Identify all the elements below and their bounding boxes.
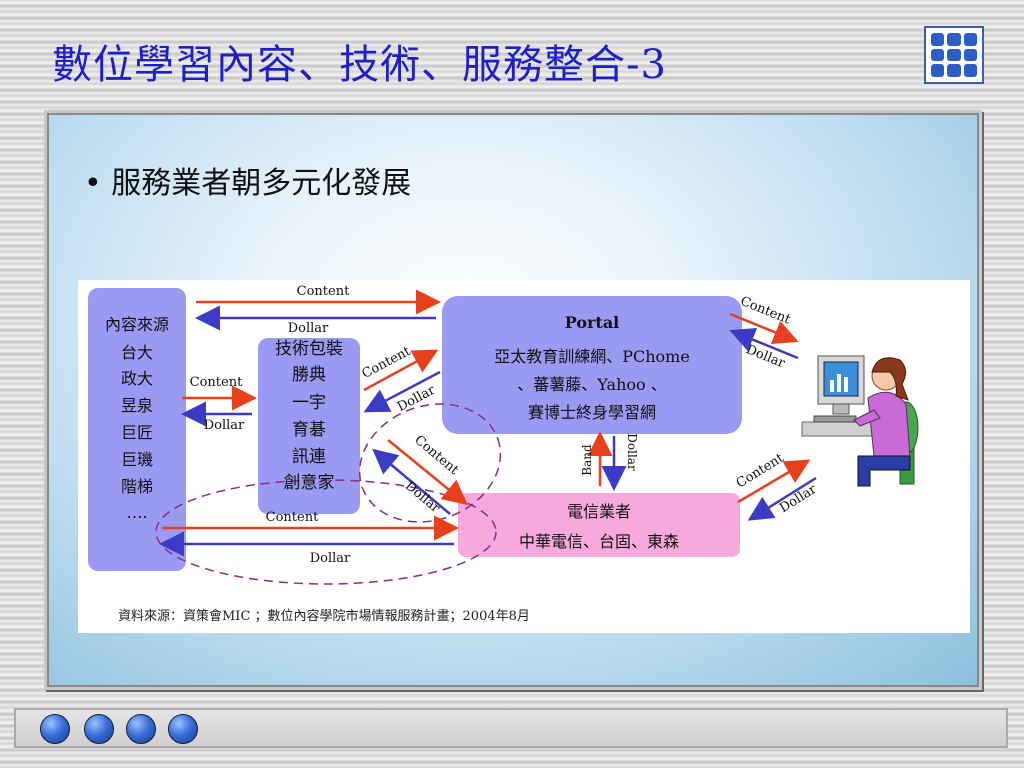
source-line-3: 昱泉 [121, 396, 153, 415]
tech-line-5: 創意家 [284, 473, 335, 493]
slide-title: 數位學習內容、技術、服務整合-3 [52, 42, 667, 88]
arrow-content-portal-user [729, 312, 799, 345]
label-content-src-tech: Content [190, 375, 243, 390]
label-dollar-src-tech: Dollar [204, 418, 245, 433]
nav-dot-2-icon[interactable] [84, 714, 114, 744]
arrow-dollar-telecom-tech [372, 448, 451, 515]
source-line-6: 階梯 [121, 477, 153, 496]
telecom-line-1: 中華電信、台固、東森 [519, 532, 679, 551]
label-content-top: Content [297, 284, 350, 299]
label-dollar-tech-telecom: Dollar [402, 479, 443, 517]
portal-line-2: 、蕃薯藤、Yahoo 、 [517, 375, 667, 394]
portal-line-1: 亞太教育訓練網、PChome [494, 347, 690, 366]
label-dollar-vertical: Dollar [625, 433, 639, 471]
label-dollar-telecom-user: Dollar [777, 482, 820, 517]
source-line-2: 政大 [121, 369, 153, 388]
portal-line-3: 賽博士終身學習網 [528, 403, 656, 422]
grid-menu-icon[interactable] [924, 26, 984, 84]
tech-line-2: 一宇 [292, 393, 326, 413]
arrow-dollar-user-telecom [747, 476, 817, 521]
tech-line-4: 訊連 [292, 447, 326, 467]
content-source-box [88, 288, 186, 571]
nav-dot-1-icon[interactable] [40, 714, 70, 744]
bullet-text: • 服務業者朝多元化發展 [84, 166, 412, 201]
source-line-7: …. [126, 503, 147, 522]
label-content-tech-portal: Content [360, 344, 414, 382]
label-content-telecom-user: Content [734, 450, 787, 491]
label-dollar-top: Dollar [288, 321, 329, 336]
value-chain-diagram: 內容來源 台大 政大 昱泉 巨匠 巨璣 階梯 …. 技術包裝 勝典 一宇 育碁 … [78, 280, 970, 633]
label-content-tech-telecom: Content [411, 433, 462, 479]
bullet-label: 服務業者朝多元化發展 [111, 166, 412, 201]
arrow-content-tech-portal [363, 349, 439, 392]
dashed-ellipse-left [155, 479, 497, 585]
dashed-ellipse-right [358, 403, 502, 523]
label-band: Band [580, 444, 594, 476]
source-note: 資料來源：資策會MIC ；數位內容學院市場情報服務計畫；2004年8月 [118, 608, 530, 624]
diagram-svg: 內容來源 台大 政大 昱泉 巨匠 巨璣 階梯 …. 技術包裝 勝典 一宇 育碁 … [88, 284, 919, 624]
arrow-content-tech-telecom [387, 439, 468, 506]
label-dollar-bottom: Dollar [310, 551, 351, 566]
label-content-bottom: Content [266, 510, 319, 525]
user-computer-icon [801, 355, 919, 487]
tech-line-3: 育碁 [292, 420, 326, 440]
source-line-1: 台大 [121, 343, 153, 362]
bottom-nav-bar [14, 708, 1008, 748]
source-line-0: 內容來源 [105, 315, 169, 334]
nav-dot-4-icon[interactable] [168, 714, 198, 744]
arrow-dollar-portal-tech [363, 370, 441, 413]
label-content-portal-user: Content [738, 294, 793, 328]
source-line-5: 巨璣 [121, 450, 153, 469]
tech-line-0: 技術包裝 [275, 339, 343, 359]
tech-package-box [258, 338, 360, 514]
label-dollar-portal-user: Dollar [744, 342, 788, 371]
label-dollar-tech-portal: Dollar [395, 382, 439, 415]
arrow-content-telecom-user [737, 459, 811, 504]
telecom-title: 電信業者 [567, 502, 631, 521]
portal-title: Portal [565, 313, 620, 332]
telecom-box [458, 493, 740, 557]
tech-line-1: 勝典 [292, 365, 326, 385]
nav-dot-3-icon[interactable] [126, 714, 156, 744]
source-line-4: 巨匠 [121, 423, 153, 442]
arrow-dollar-user-portal [729, 327, 799, 360]
portal-box [442, 296, 742, 434]
